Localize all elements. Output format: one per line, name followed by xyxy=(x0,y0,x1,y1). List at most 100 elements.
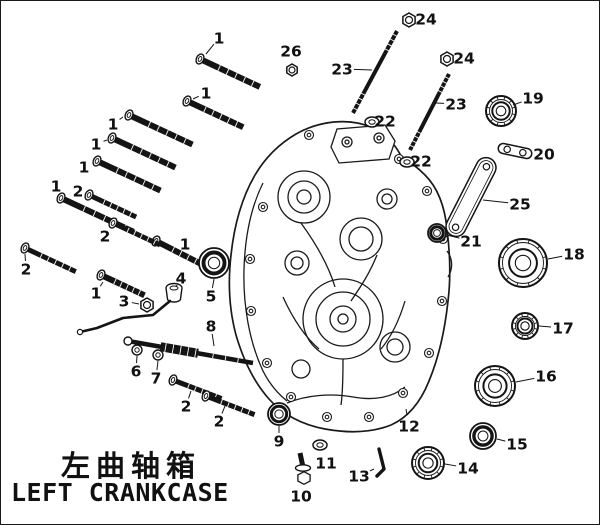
callout-label-2: 2 xyxy=(100,228,111,246)
parts-layer xyxy=(20,12,548,486)
callout-1: 1 xyxy=(180,236,191,254)
part-seal-9 xyxy=(267,402,291,426)
callout-label-11: 11 xyxy=(315,455,337,473)
part-nut-24 xyxy=(440,51,454,67)
part-washer-11 xyxy=(312,439,328,451)
callout-25: 25 xyxy=(482,196,531,214)
part-seal-15 xyxy=(469,422,497,450)
part-bolt-2 xyxy=(84,189,138,220)
part-nut-3 xyxy=(140,297,154,313)
part-bearing-16 xyxy=(474,365,516,407)
callout-22: 22 xyxy=(374,113,396,131)
callout-1: 1 xyxy=(51,178,62,196)
callout-label-24: 24 xyxy=(415,11,437,29)
callout-2: 2 xyxy=(73,183,84,201)
part-plate-25 xyxy=(445,156,497,238)
callout-2: 2 xyxy=(21,253,32,279)
part-stud-23 xyxy=(351,30,399,114)
callout-13: 13 xyxy=(348,468,375,486)
part-bolt-1 xyxy=(182,95,245,130)
part-bolt-1 xyxy=(92,155,162,194)
part-seal-5 xyxy=(198,247,230,279)
part-bearing-14 xyxy=(411,446,445,480)
part-bolt-1 xyxy=(124,109,194,148)
part-collar-7 xyxy=(152,349,164,361)
part-bearing-17 xyxy=(511,312,539,340)
callout-label-1: 1 xyxy=(51,178,62,196)
callout-18: 18 xyxy=(547,246,585,264)
callout-label-1: 1 xyxy=(214,30,225,48)
callout-label-4: 4 xyxy=(176,270,187,288)
callout-label-10: 10 xyxy=(290,488,312,506)
part-bearing-18 xyxy=(498,238,548,288)
callout-26: 26 xyxy=(280,43,302,61)
callout-6: 6 xyxy=(131,355,142,381)
part-bracket-20 xyxy=(497,142,533,160)
part-shaft-8 xyxy=(123,336,254,366)
part-pawl-13 xyxy=(375,447,386,478)
part-bolt-2 xyxy=(108,217,162,248)
title-english: LEFT CRANKCASE xyxy=(11,478,229,507)
part-bolt-1 xyxy=(107,132,177,171)
callout-8: 8 xyxy=(206,318,217,347)
title-chinese: 左曲轴箱 xyxy=(61,449,202,483)
callout-label-1: 1 xyxy=(108,116,119,134)
callout-label-22: 22 xyxy=(374,113,396,131)
callout-label-3: 3 xyxy=(119,293,130,311)
callout-1: 1 xyxy=(205,30,225,55)
callout-label-21: 21 xyxy=(460,233,482,251)
callout-9: 9 xyxy=(274,426,285,451)
callout-2: 2 xyxy=(100,228,111,246)
callout-label-1: 1 xyxy=(201,85,212,103)
callout-2: 2 xyxy=(214,405,226,431)
callout-5: 5 xyxy=(206,278,217,306)
callout-11: 11 xyxy=(315,455,337,473)
callout-label-2: 2 xyxy=(73,183,84,201)
part-nut-24 xyxy=(402,12,416,28)
callout-label-9: 9 xyxy=(274,433,285,451)
callout-21: 21 xyxy=(446,233,482,251)
part-bolt-2 xyxy=(168,374,223,401)
callout-label-18: 18 xyxy=(563,246,585,264)
part-hose-4-hose xyxy=(76,299,172,336)
callout-label-7: 7 xyxy=(151,370,162,388)
callout-label-6: 6 xyxy=(131,363,142,381)
callout-1: 1 xyxy=(79,159,90,177)
callout-23: 23 xyxy=(331,61,373,79)
part-bolt-1 xyxy=(195,53,262,90)
callout-1: 1 xyxy=(91,136,108,154)
callout-24: 24 xyxy=(415,11,437,29)
callout-label-19: 19 xyxy=(522,90,544,108)
callout-22: 22 xyxy=(410,153,432,171)
callout-label-2: 2 xyxy=(21,261,32,279)
callout-2: 2 xyxy=(181,390,192,416)
part-stud-23 xyxy=(408,73,451,151)
callout-10: 10 xyxy=(290,488,312,506)
callout-label-8: 8 xyxy=(206,318,217,336)
part-washer-22 xyxy=(364,116,380,128)
callout-label-24: 24 xyxy=(453,50,475,68)
callout-label-17: 17 xyxy=(552,320,574,338)
callout-label-22: 22 xyxy=(410,153,432,171)
callout-label-25: 25 xyxy=(509,196,531,214)
callout-label-5: 5 xyxy=(206,288,217,306)
callout-label-23: 23 xyxy=(445,96,467,114)
callout-17: 17 xyxy=(538,320,574,338)
callout-7: 7 xyxy=(151,360,162,388)
callout-label-16: 16 xyxy=(535,368,557,386)
callout-15: 15 xyxy=(496,436,528,454)
callout-label-1: 1 xyxy=(180,236,191,254)
part-collar-6 xyxy=(131,344,143,356)
callout-1: 1 xyxy=(91,281,104,303)
part-bearing-19 xyxy=(485,95,517,127)
part-drainbolt-10 xyxy=(294,452,312,486)
callout-label-1: 1 xyxy=(91,285,102,303)
callout-1: 1 xyxy=(108,116,124,134)
callout-label-2: 2 xyxy=(181,398,192,416)
part-bolt-1 xyxy=(96,269,146,299)
callout-label-26: 26 xyxy=(280,43,302,61)
callout-label-1: 1 xyxy=(91,136,102,154)
callout-1: 1 xyxy=(192,85,212,103)
